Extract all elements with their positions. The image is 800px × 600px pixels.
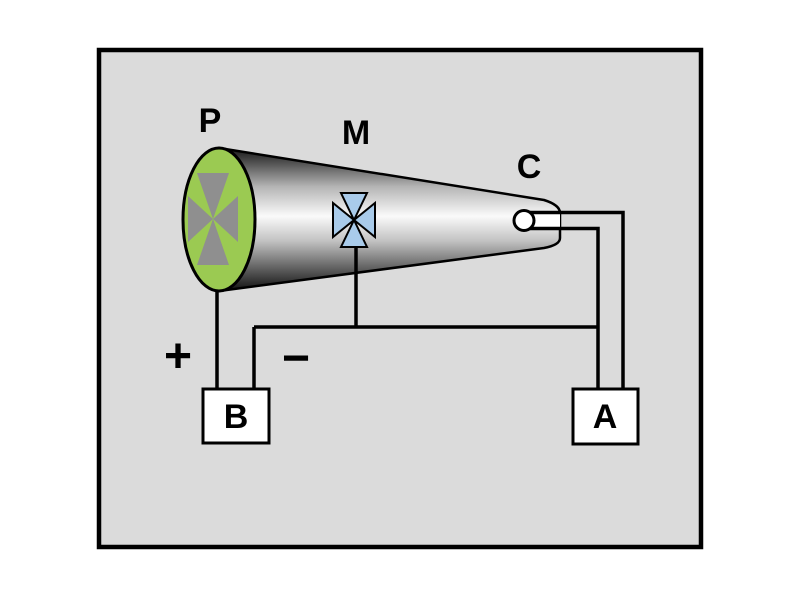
plus-sign: +: [164, 330, 192, 383]
maltese-cross: [332, 192, 376, 248]
diagram-panel: [96, 47, 704, 550]
minus-sign: −: [282, 332, 310, 385]
box-a-label: A: [593, 398, 618, 436]
cross-shadow: [188, 173, 238, 265]
cathode-lead-top: [528, 210, 625, 390]
label-c: C: [517, 148, 542, 186]
box-b-label: B: [224, 398, 249, 436]
wiring: [215, 242, 598, 390]
cathode-leads: [528, 210, 625, 390]
label-m: M: [342, 114, 370, 152]
cathode-terminal: [512, 209, 536, 232]
cathode-lead-bottom: [528, 226, 600, 390]
box-b: [201, 387, 271, 445]
tube-body: [217, 146, 562, 293]
box-a: [571, 387, 640, 446]
label-p: P: [199, 102, 222, 140]
